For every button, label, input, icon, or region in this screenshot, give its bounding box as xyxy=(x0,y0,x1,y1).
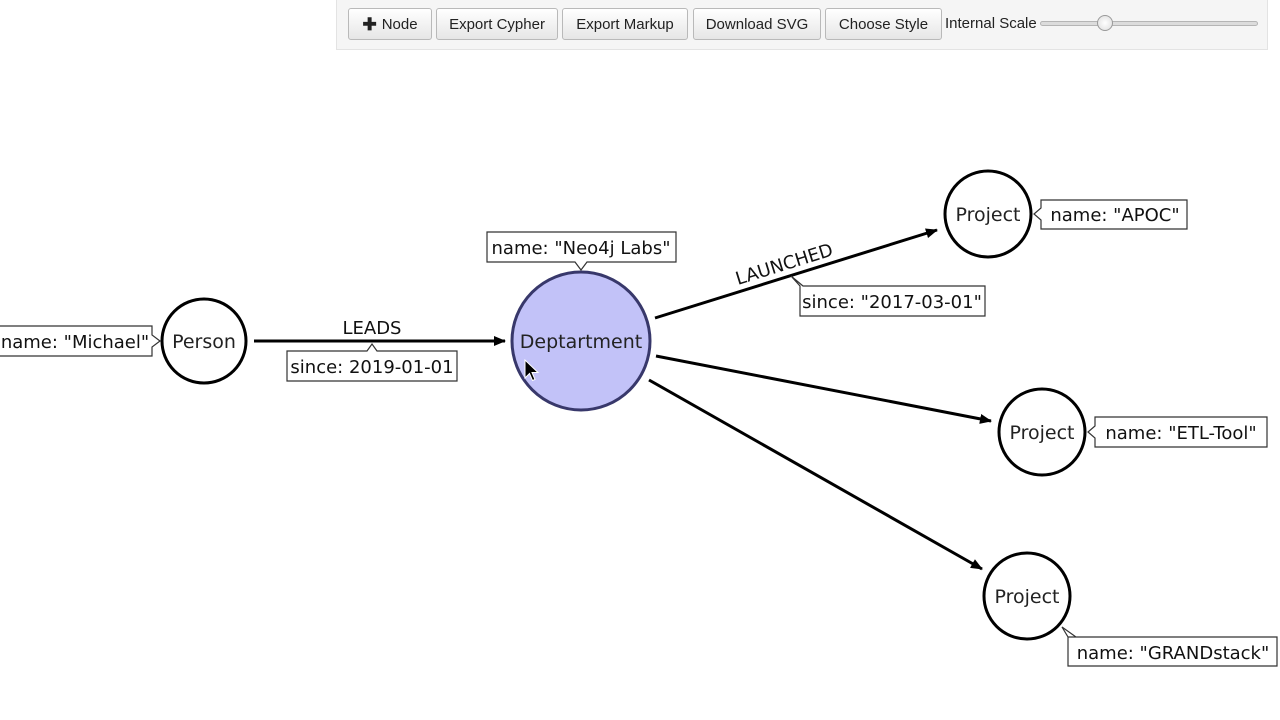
relationship-leads-property[interactable]: since: 2019-01-01 xyxy=(286,342,458,382)
node-person[interactable]: Person xyxy=(160,297,248,385)
node-person-property-text: name: "Michael" xyxy=(1,332,149,353)
node-project-etl[interactable]: Project xyxy=(997,387,1087,477)
node-project-apoc[interactable]: Project xyxy=(943,169,1033,259)
node-department[interactable]: Deptartment xyxy=(510,270,652,412)
relationship-grandstack-line[interactable] xyxy=(648,378,983,571)
internal-scale-label: Internal Scale xyxy=(945,15,1037,32)
relationship-leads-property-text: since: 2019-01-01 xyxy=(290,357,453,378)
add-node-label: Node xyxy=(381,15,418,33)
node-project-apoc-caption: Project xyxy=(955,204,1020,226)
add-node-button[interactable]: ✚ Node xyxy=(348,8,432,40)
export-cypher-button[interactable]: Export Cypher xyxy=(436,8,558,40)
download-svg-button[interactable]: Download SVG xyxy=(693,8,821,40)
node-project-grandstack-property-text: name: "GRANDstack" xyxy=(1077,643,1270,664)
relationship-launched-line[interactable] xyxy=(654,228,938,320)
node-project-grandstack-property[interactable]: name: "GRANDstack" xyxy=(1061,626,1278,667)
mouse-pointer-icon xyxy=(524,358,540,382)
node-project-etl-caption: Project xyxy=(1009,422,1074,444)
node-project-etl-property[interactable]: name: "ETL-Tool" xyxy=(1087,416,1268,448)
relationship-launched-property-text: since: "2017-03-01" xyxy=(802,292,982,313)
relationship-leads-type[interactable]: LEADS xyxy=(342,318,401,339)
node-department-caption: Deptartment xyxy=(520,331,642,353)
toolbar: ✚ Node Export Cypher Export Markup Downl… xyxy=(336,0,1268,50)
node-department-property[interactable]: name: "Neo4j Labs" xyxy=(486,231,677,271)
node-project-apoc-property[interactable]: name: "APOC" xyxy=(1033,199,1188,230)
node-person-property[interactable]: name: "Michael" xyxy=(0,325,161,357)
export-markup-button[interactable]: Export Markup xyxy=(562,8,688,40)
relationship-etl-line[interactable] xyxy=(655,354,992,424)
node-person-caption: Person xyxy=(172,331,236,353)
node-project-grandstack-caption: Project xyxy=(994,586,1059,608)
node-department-property-text: name: "Neo4j Labs" xyxy=(492,238,671,259)
relationship-launched-property[interactable]: since: "2017-03-01" xyxy=(790,275,986,317)
node-project-grandstack[interactable]: Project xyxy=(982,551,1072,641)
node-project-apoc-property-text: name: "APOC" xyxy=(1050,205,1179,226)
internal-scale-slider[interactable] xyxy=(1040,21,1258,26)
relationship-launched-type[interactable]: LAUNCHED xyxy=(733,240,835,290)
internal-scale-slider-thumb[interactable] xyxy=(1096,15,1113,31)
node-project-etl-property-text: name: "ETL-Tool" xyxy=(1105,423,1256,444)
choose-style-button[interactable]: Choose Style xyxy=(825,8,942,40)
plus-icon: ✚ xyxy=(362,14,377,34)
